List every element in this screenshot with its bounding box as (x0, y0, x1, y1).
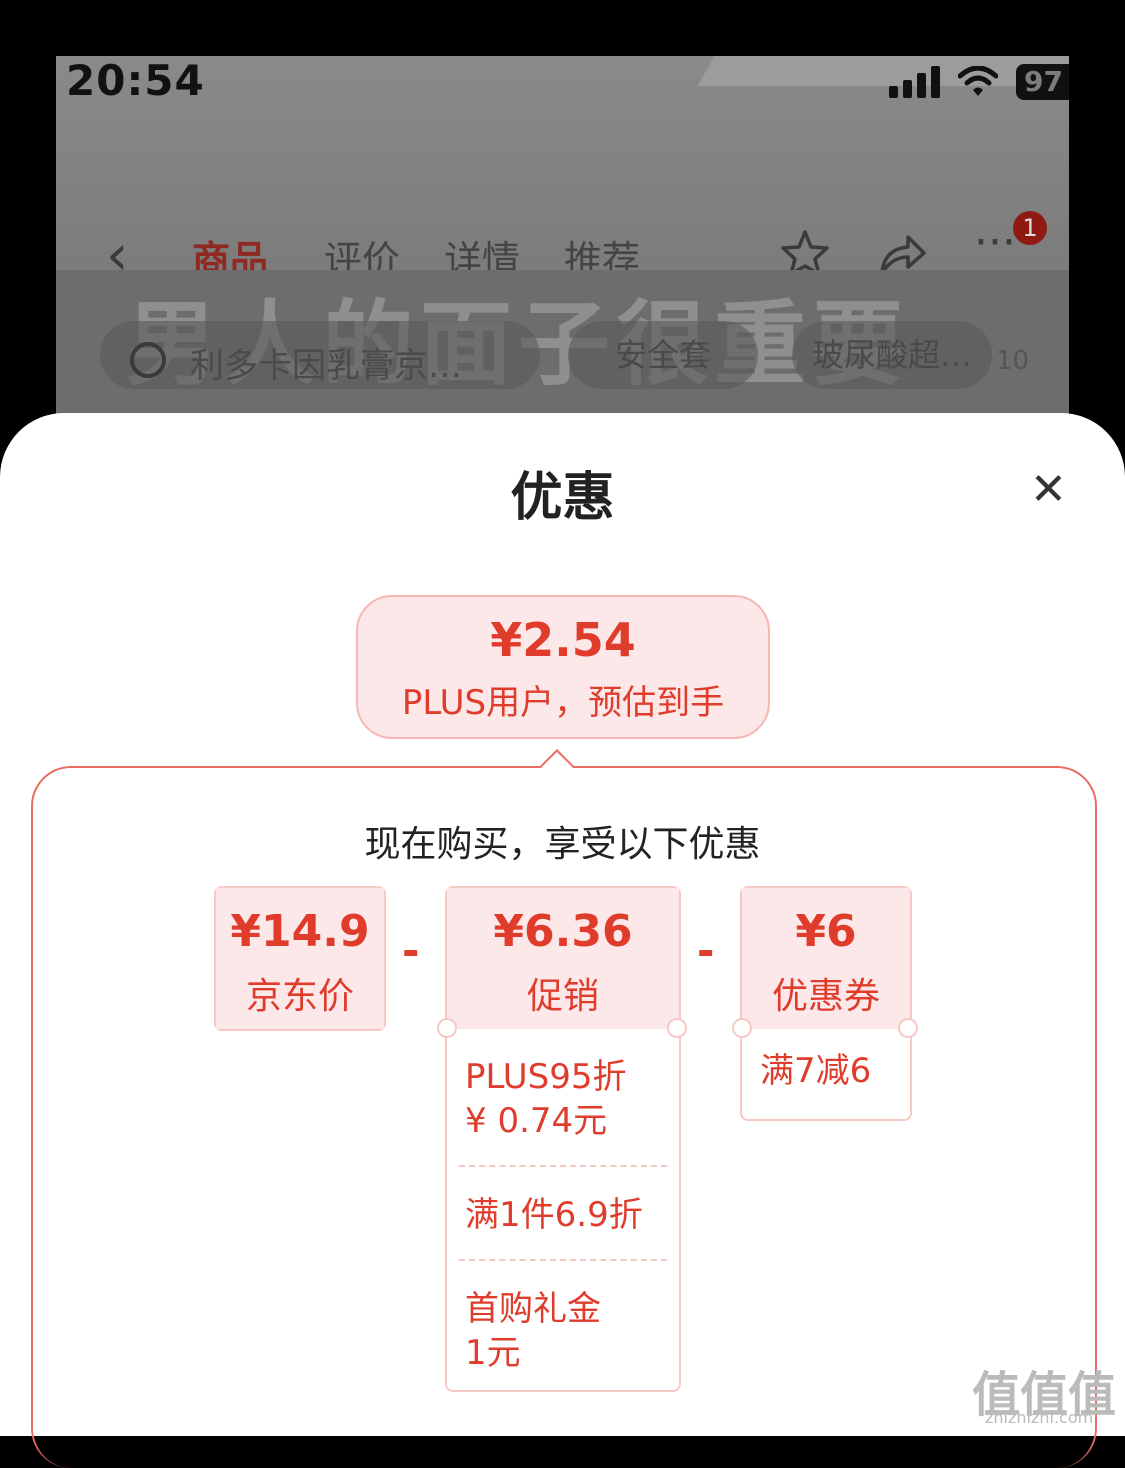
coupon-value: ¥6 (795, 906, 857, 957)
watermark-logo: 值值值 (972, 1367, 1117, 1423)
item-divider (459, 1165, 667, 1167)
sheet-title: 优惠 (510, 468, 615, 528)
share-icon[interactable] (878, 229, 928, 277)
card-notch (898, 1018, 918, 1038)
promotion-head: ¥6.36 促销 (447, 888, 679, 1029)
discount-sheet: 优惠 ✕ ¥2.54 PLUS用户，预估到手 现在购买，享受以下优惠 ¥14.9… (0, 413, 1125, 1468)
card-notch (667, 1018, 687, 1038)
jd-price-label: 京东价 (245, 976, 354, 1017)
notification-badge: 1 (1013, 211, 1047, 245)
coupon-card: ¥6 优惠券 满7减6 (740, 886, 912, 1121)
promotion-value: ¥6.36 (493, 906, 633, 957)
promotion-label: 促销 (526, 976, 599, 1017)
promotion-card: ¥6.36 促销 PLUS95折 ¥ 0.74元 满1件6.9折 首购礼金 1元 (445, 886, 681, 1392)
coupon-head: ¥6 优惠券 (742, 888, 910, 1029)
search-text: 利多卡因乳膏京… (190, 346, 462, 386)
signal-icon (889, 66, 941, 98)
search-icon (130, 342, 166, 378)
estimated-price: ¥2.54 (490, 613, 636, 667)
status-icons: 97 (889, 64, 1069, 100)
close-icon[interactable]: ✕ (1030, 464, 1067, 515)
coupon-label: 优惠券 (771, 976, 880, 1017)
coupon-item: 满7减6 (760, 1051, 872, 1091)
star-icon[interactable] (780, 229, 830, 277)
wifi-icon (958, 66, 999, 96)
card-notch (437, 1018, 457, 1038)
status-time: 20:54 (66, 56, 205, 105)
more-icon[interactable]: ··· (974, 217, 1016, 268)
search-bar[interactable] (100, 321, 540, 389)
estimated-price-label: PLUS用户，预估到手 (401, 683, 725, 723)
search-suggestion-1[interactable]: 安全套 (568, 321, 758, 389)
item-divider (459, 1259, 667, 1261)
promo-item-plus: PLUS95折 ¥ 0.74元 (465, 1057, 627, 1141)
minus-sign-1: - (402, 926, 420, 975)
product-image (56, 56, 1069, 296)
battery-indicator: 97 (1016, 64, 1069, 100)
promo-item-gift: 首购礼金 1元 (465, 1289, 601, 1373)
search-suggestion-2[interactable]: 玻尿酸超… (792, 321, 992, 389)
background-page: 20:54 97 ‹ 商品 评价 详情 推荐 ··· 1 男人的面子很重要 利多… (56, 56, 1069, 436)
estimated-price-card: ¥2.54 PLUS用户，预估到手 (356, 595, 770, 739)
card-notch (732, 1018, 752, 1038)
suggestion-count: 10 (996, 346, 1030, 376)
minus-sign-2: - (697, 926, 715, 975)
promo-item-discount: 满1件6.9折 (465, 1195, 643, 1235)
jd-price-head: ¥14.9 京东价 (216, 888, 384, 1029)
watermark-url: zhizhizhi.com (985, 1408, 1094, 1427)
jd-price-card: ¥14.9 京东价 (214, 886, 386, 1031)
breakdown-title: 现在购买，享受以下优惠 (364, 824, 761, 865)
jd-price-value: ¥14.9 (230, 906, 370, 957)
